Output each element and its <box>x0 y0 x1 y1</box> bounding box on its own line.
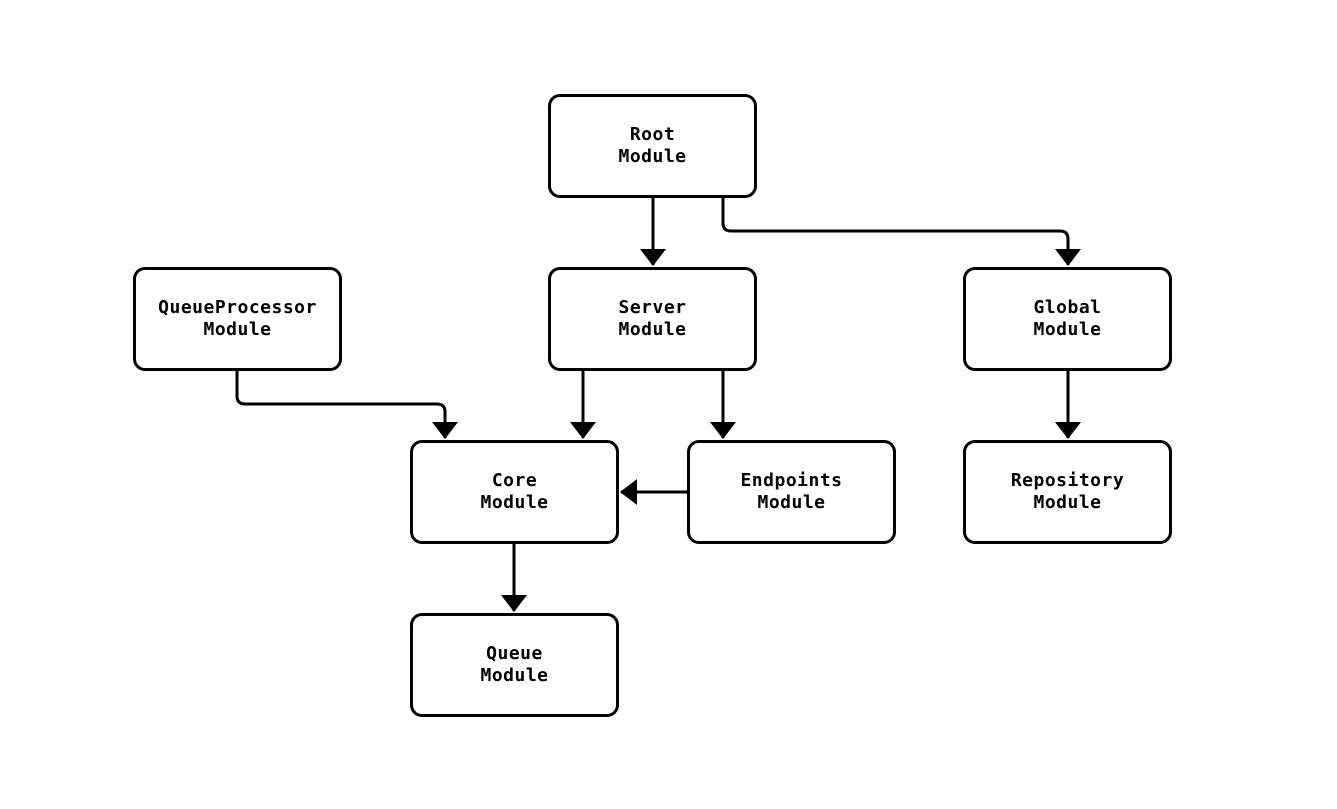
node-label: Endpoints <box>740 470 843 491</box>
node-label: Module <box>480 665 549 686</box>
node-label: QueueProcessor <box>158 297 317 318</box>
node-label: Global <box>1033 297 1102 318</box>
node-label: Root <box>629 124 676 145</box>
node-label: Core <box>491 470 538 491</box>
node-repository-module: Repository Module <box>963 440 1172 544</box>
node-label: Module <box>618 319 687 340</box>
node-root-module: Root Module <box>548 94 757 198</box>
node-server-module: Server Module <box>548 267 757 371</box>
node-queue-module: Queue Module <box>410 613 619 717</box>
node-label: Module <box>1033 492 1102 513</box>
node-label: Queue <box>486 643 543 664</box>
node-label: Module <box>480 492 549 513</box>
node-label: Module <box>203 319 272 340</box>
node-label: Server <box>618 297 687 318</box>
node-label: Module <box>1033 319 1102 340</box>
node-label: Module <box>618 146 687 167</box>
node-global-module: Global Module <box>963 267 1172 371</box>
node-queueprocessor-module: QueueProcessor Module <box>133 267 342 371</box>
node-label: Module <box>757 492 826 513</box>
edge-root-global <box>721 198 1081 266</box>
node-label: Repository <box>1010 470 1125 491</box>
node-core-module: Core Module <box>410 440 619 544</box>
edge-queueprocessor-core <box>235 371 458 439</box>
node-endpoints-module: Endpoints Module <box>687 440 896 544</box>
